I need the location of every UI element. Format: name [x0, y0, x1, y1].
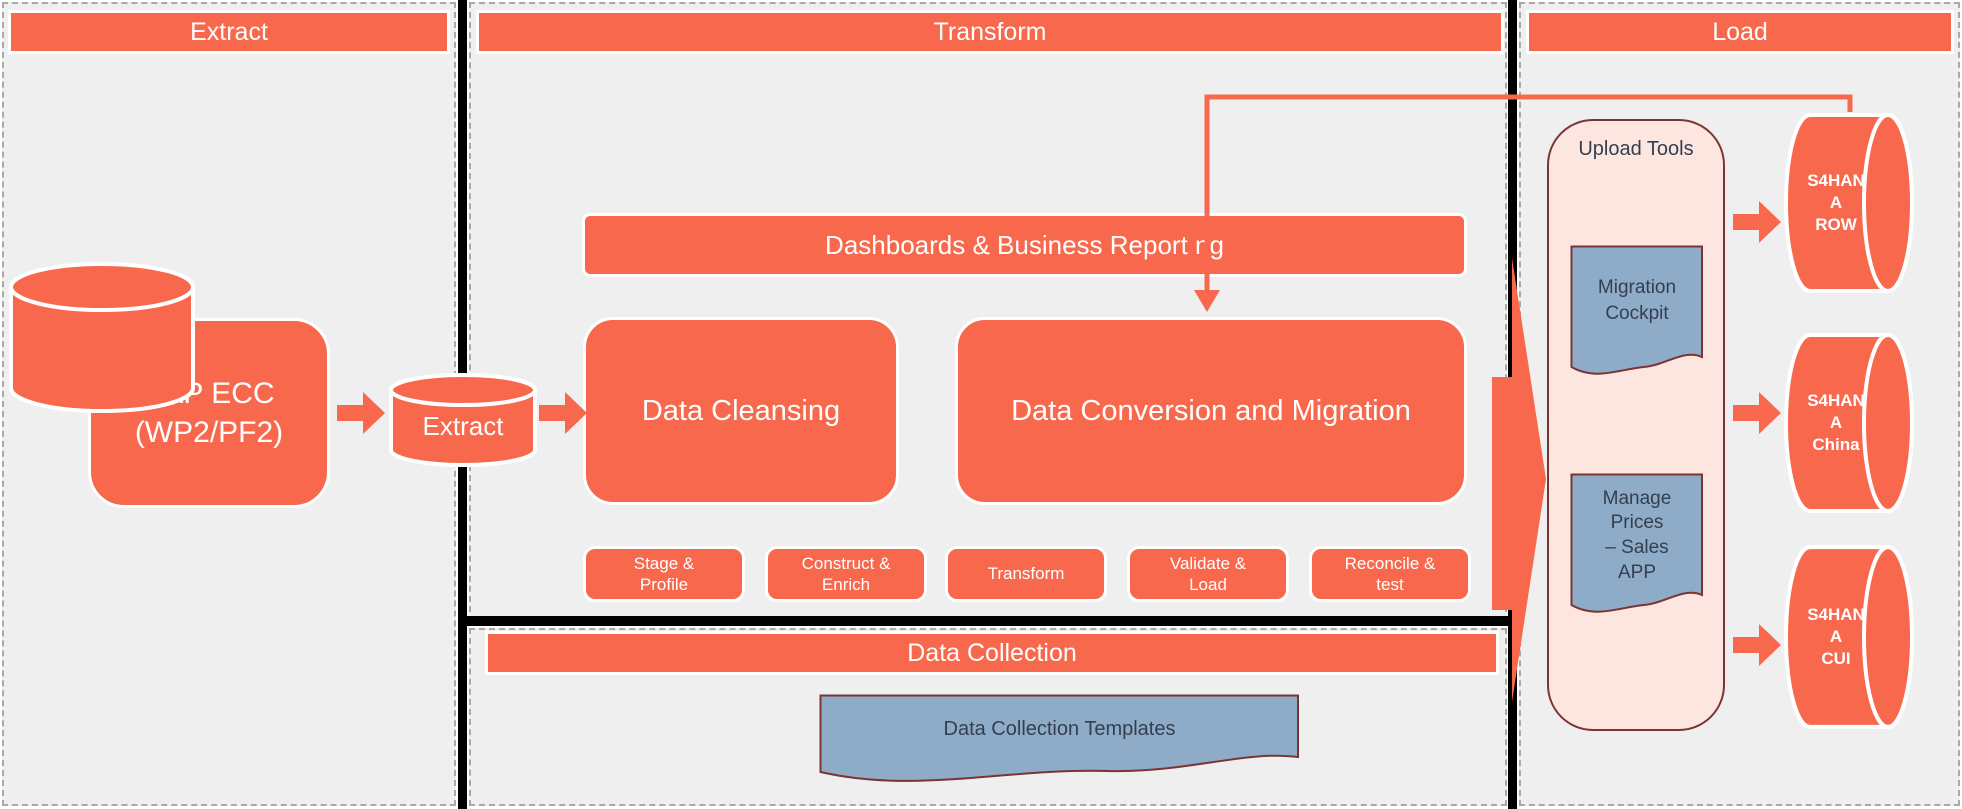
database-cylinder-icon — [1784, 545, 1914, 729]
s4hana-china-label: S4HAN A China — [1807, 390, 1865, 455]
data-conversion-box: Data Conversion and Migration — [955, 317, 1467, 505]
database-cylinder-icon — [1784, 333, 1914, 513]
big-arrow-to-load-icon — [1492, 258, 1546, 702]
transform-header: Transform — [476, 10, 1504, 54]
data-collection-header: Data Collection — [485, 631, 1499, 675]
extract-header-label: Extract — [190, 17, 268, 46]
s4hana-china-cylinder: S4HAN A China — [1784, 332, 1916, 514]
load-header-label: Load — [1712, 17, 1768, 46]
migration-cockpit-label: Migration Cockpit — [1597, 277, 1677, 324]
step-transform: Transform — [945, 546, 1107, 602]
divider-transform-bottom — [458, 616, 1517, 626]
extract-header: Extract — [8, 10, 450, 54]
extract-staging-label: Extract — [422, 410, 504, 441]
step-reconcile-test: Reconcile & test — [1309, 546, 1471, 602]
s4hana-cui-cylinder: S4HAN A CUI — [1784, 544, 1916, 730]
arrow-extract-to-cleansing-icon — [539, 392, 587, 434]
manage-prices-label: Manage Prices – Sales APP — [1602, 487, 1672, 583]
arrow-to-s4hana-row-icon — [1733, 201, 1781, 243]
upload-tools-label: Upload Tools — [1578, 138, 1694, 160]
source-database-cylinder-icon — [9, 262, 195, 413]
step-stage-profile: Stage & Profile — [583, 546, 745, 602]
dashboards-bar: Dashboards & Business Report ng — [582, 213, 1467, 277]
step-construct-enrich: Construct & Enrich — [765, 546, 927, 602]
data-collection-templates-doc: Data Collection Templates — [819, 694, 1300, 792]
load-header: Load — [1526, 10, 1954, 54]
s4hana-row-label: S4HAN A ROW — [1807, 170, 1865, 235]
document-shape-icon — [819, 694, 1299, 782]
arrow-to-s4hana-china-icon — [1733, 392, 1781, 434]
transform-panel — [469, 2, 1507, 622]
document-shape-icon — [1570, 473, 1703, 613]
extract-cylinder-icon — [389, 373, 537, 467]
upload-tools-container — [1547, 119, 1725, 731]
migration-cockpit-doc: Migration Cockpit — [1570, 245, 1704, 387]
manage-prices-doc: Manage Prices – Sales APP — [1570, 473, 1704, 625]
arrow-sap-to-extract-icon — [337, 392, 385, 434]
s4hana-row-cylinder: S4HAN A ROW — [1784, 112, 1916, 294]
s4hana-cui-label: S4HAN A CUI — [1807, 604, 1865, 669]
arrow-to-s4hana-cui-icon — [1733, 624, 1781, 666]
extract-staging-cylinder: Extract — [388, 372, 538, 468]
step-validate-load: Validate & Load — [1127, 546, 1289, 602]
transform-header-label: Transform — [933, 17, 1047, 46]
data-collection-header-label: Data Collection — [907, 638, 1077, 667]
data-cleansing-box: Data Cleansing — [583, 317, 899, 505]
data-collection-templates-label: Data Collection Templates — [943, 717, 1176, 740]
